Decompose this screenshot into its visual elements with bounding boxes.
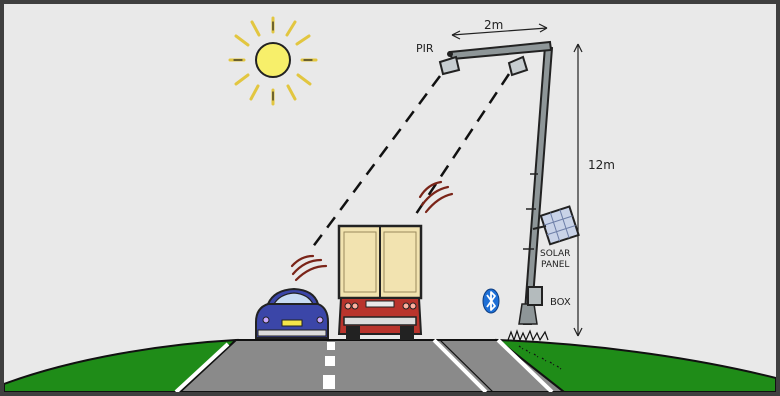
height-dimension: 12m [574,44,615,336]
box-label: BOX [550,297,571,308]
height-label: 12m [588,158,615,172]
pole-arm [450,42,551,59]
bluetooth-icon [483,289,499,313]
sun-icon [230,18,316,104]
road [176,340,564,392]
lamp-head-right [509,57,527,75]
solar-panel-label-line2: PANEL [541,260,569,270]
pir-label: PIR [416,42,434,55]
truck [339,226,421,340]
pir-sensor [447,51,453,57]
detection-beam-left [312,76,440,248]
smart-streetlight-diagram: 2m 12m PIR SOLAR PANEL BOX [4,4,776,392]
width-dimension: 2m [452,18,547,39]
width-label: 2m [484,18,503,32]
solar-panel [541,206,579,244]
signal-waves-truck [420,182,452,212]
car [256,289,328,338]
solar-panel-label-line1: SOLAR [540,249,570,259]
detection-beam-right [416,74,509,214]
signal-waves-car [292,256,326,280]
control-box [528,287,542,305]
lamp-head-left [440,57,459,74]
street-light-pole [440,42,579,324]
